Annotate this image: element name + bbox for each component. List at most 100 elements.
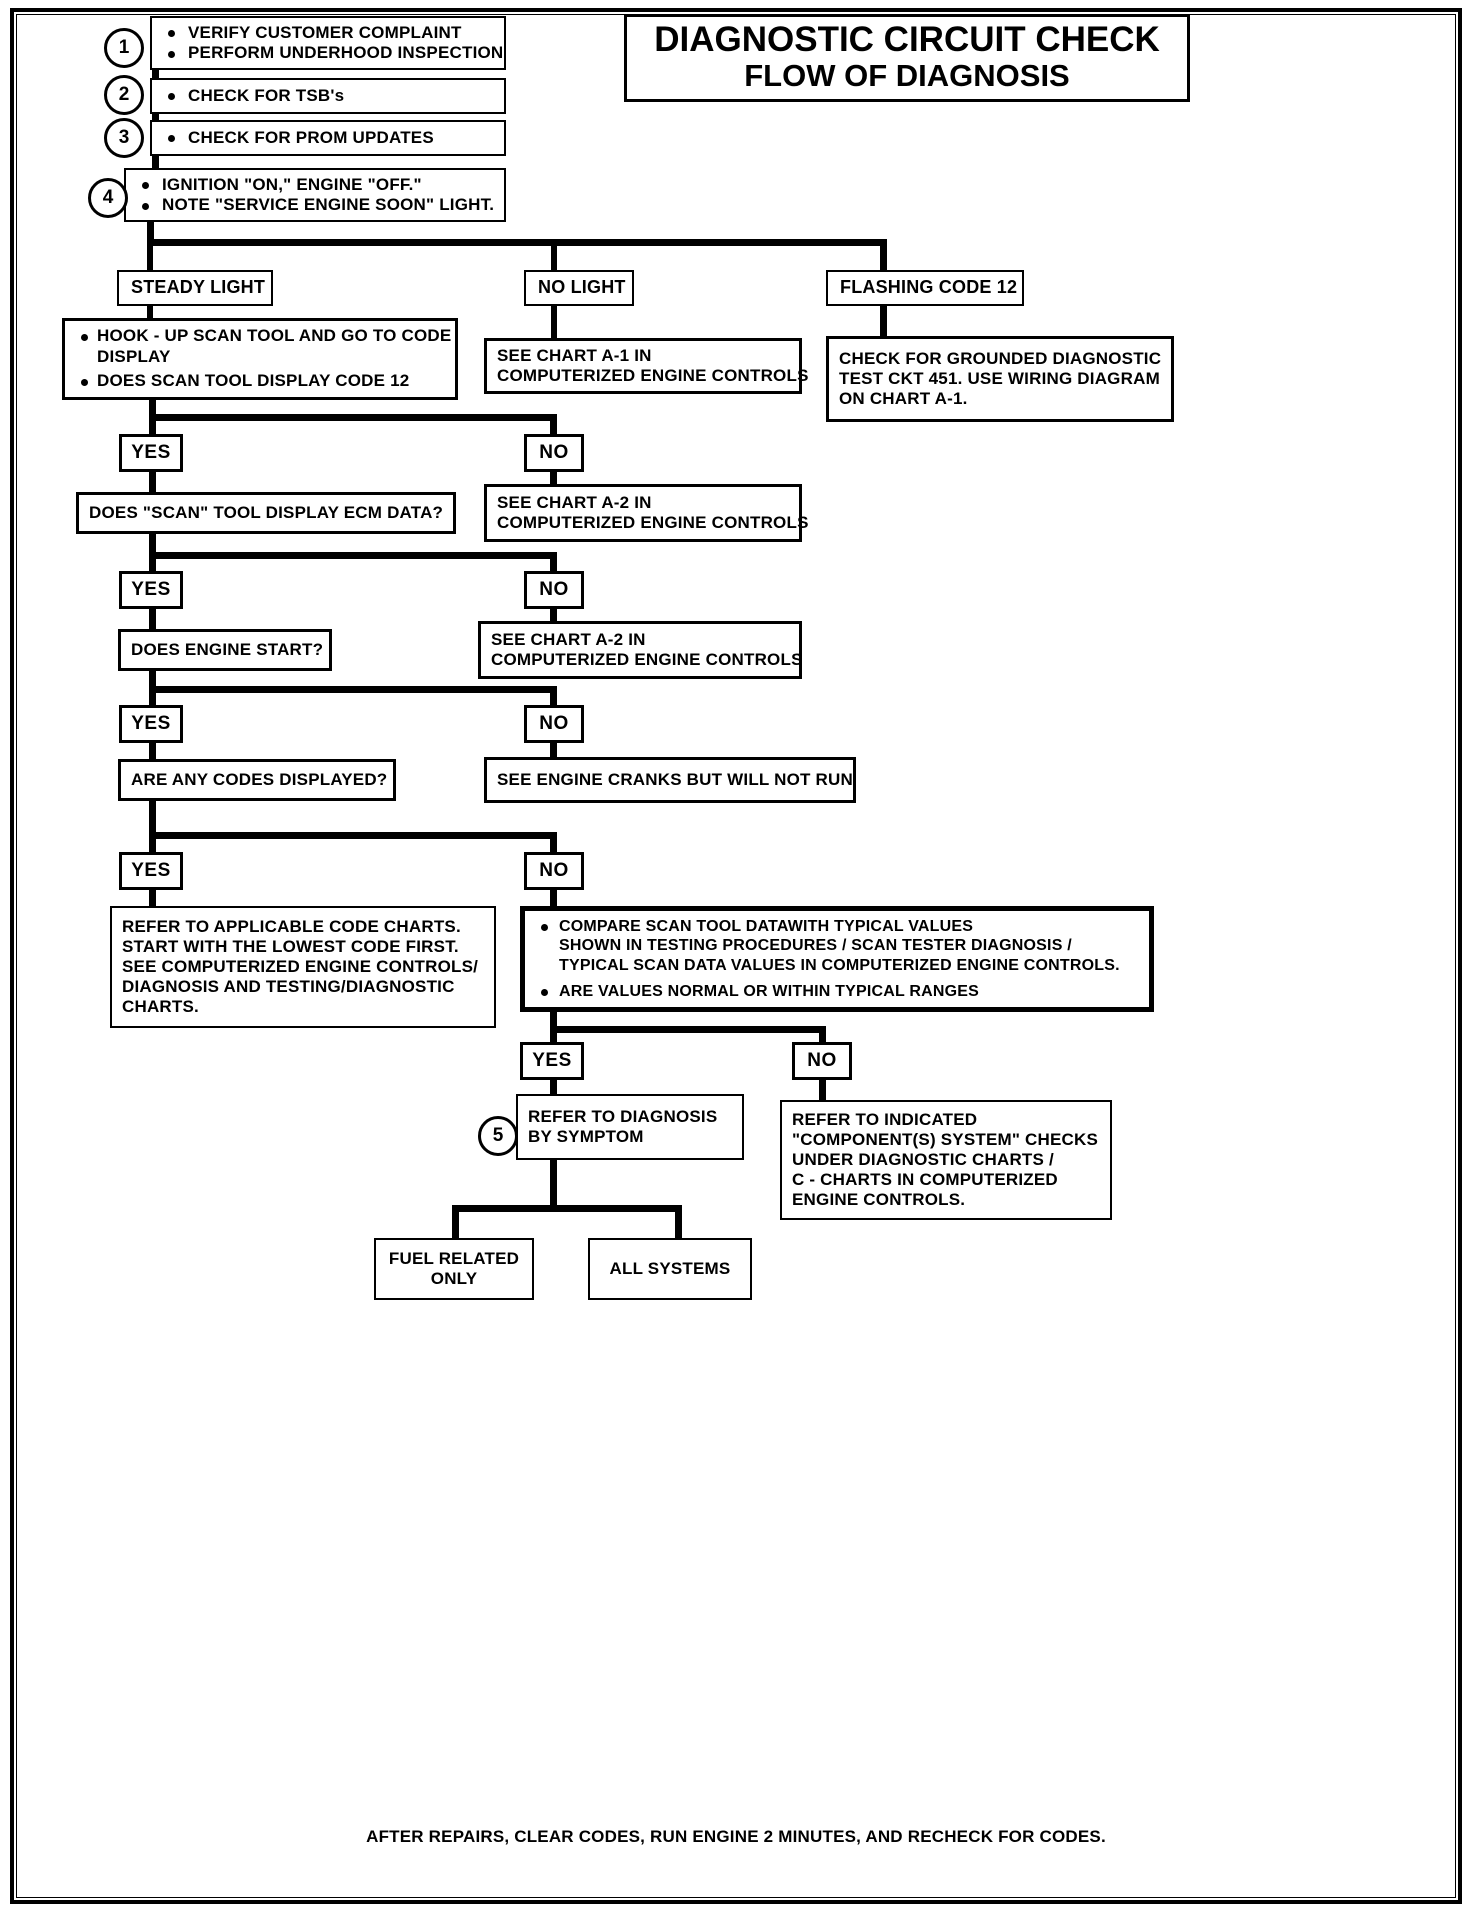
connector-ecm-down <box>149 534 156 556</box>
connector-values-yes <box>550 1026 557 1046</box>
code-charts-line-5: CHARTS. <box>122 997 199 1017</box>
branch-bus-horizontal <box>147 239 887 246</box>
node-hookup-scan-tool: HOOK - UP SCAN TOOL AND GO TO CODE DISPL… <box>62 318 458 400</box>
connector-yes1-ecm <box>149 472 156 494</box>
hookup-bullet-2: DOES SCAN TOOL DISPLAY CODE 12 <box>75 371 445 391</box>
code-charts-line-2: START WITH THE LOWEST CODE FIRST. <box>122 936 459 956</box>
branch-label-no-2: NO <box>524 571 584 609</box>
connector-yes3-codes <box>149 743 156 765</box>
engine-start-label: DOES ENGINE START? <box>131 639 324 659</box>
connector-symptom-down <box>550 1160 557 1212</box>
fuel-related-line-2: ONLY <box>430 1269 478 1288</box>
branch-label-no-3: NO <box>524 705 584 743</box>
chart-a2-first-line-2: COMPUTERIZED ENGINE CONTROLS <box>497 513 809 532</box>
node-diagnosis-by-symptom: REFER TO DIAGNOSIS BY SYMPTOM <box>516 1094 744 1160</box>
connector-no4-compare <box>550 890 557 908</box>
chart-a1-line-1: SEE CHART A-1 IN <box>497 345 652 365</box>
branch-bus-ecm <box>149 552 557 559</box>
connector-no3-cranks <box>550 743 557 761</box>
connector-compare-down <box>550 1012 557 1038</box>
connector-bus-flashing-code <box>880 239 887 273</box>
connector-yes4-code-charts <box>149 890 156 908</box>
step-1-bullet-1: VERIFY CUSTOMER COMPLAINT <box>162 23 494 43</box>
step-3-bullet-1: CHECK FOR PROM UPDATES <box>162 128 494 148</box>
branch-label-no-5: NO <box>792 1042 852 1080</box>
node-no-light: NO LIGHT <box>524 270 634 306</box>
branch-label-yes-2: YES <box>119 571 183 609</box>
node-step-2: CHECK FOR TSB's <box>150 78 506 114</box>
connector-codes-down <box>149 801 156 835</box>
all-systems-label: ALL SYSTEMS <box>609 1258 731 1278</box>
node-refer-code-charts: REFER TO APPLICABLE CODE CHARTS. START W… <box>110 906 496 1028</box>
grounded-ckt-line-2: TEST CKT 451. USE WIRING DIAGRAM <box>839 368 1160 388</box>
flashing-code-12-label: FLASHING CODE 12 <box>840 277 1018 298</box>
refer-indicated-line-4: C - CHARTS IN COMPUTERIZED <box>792 1170 1058 1190</box>
connector-values-no <box>819 1026 826 1046</box>
code-charts-line-1: REFER TO APPLICABLE CODE CHARTS. <box>122 916 461 936</box>
chart-a2-second-line-1: SEE CHART A-2 IN <box>491 629 646 649</box>
connector-final-all-systems <box>675 1205 682 1241</box>
step-number-4: 4 <box>88 178 128 218</box>
connector-step3-step4 <box>152 156 159 170</box>
step-number-3: 3 <box>104 118 144 158</box>
node-all-systems: ALL SYSTEMS <box>588 1238 752 1300</box>
chart-a1-line-2: COMPUTERIZED ENGINE CONTROLS <box>497 366 809 385</box>
connector-step2-step3 <box>152 114 159 124</box>
grounded-ckt-line-3: ON CHART A-1. <box>839 389 968 409</box>
connector-ecm-no <box>550 552 557 572</box>
connector-final-fuel <box>452 1205 459 1241</box>
branch-bus-final <box>452 1205 682 1212</box>
connector-engstart-yes <box>149 686 156 706</box>
symptom-line-1: REFER TO DIAGNOSIS <box>528 1106 718 1126</box>
footer-note: AFTER REPAIRS, CLEAR CODES, RUN ENGINE 2… <box>366 1827 1106 1846</box>
compare-bullet-1-cont-1: SHOWN IN TESTING PROCEDURES / SCAN TESTE… <box>559 937 1072 955</box>
step-4-bullet-2: NOTE "SERVICE ENGINE SOON" LIGHT. <box>136 195 494 215</box>
node-engine-start-question: DOES ENGINE START? <box>118 629 332 671</box>
chart-title-box: DIAGNOSTIC CIRCUIT CHECK FLOW OF DIAGNOS… <box>624 14 1190 102</box>
branch-bus-engine-start <box>149 686 557 693</box>
branch-label-yes-5: YES <box>520 1042 584 1080</box>
connector-code12-yes <box>149 414 156 436</box>
node-ecm-data-question: DOES "SCAN" TOOL DISPLAY ECM DATA? <box>76 492 456 534</box>
connector-flashing-grounded <box>880 306 887 338</box>
node-fuel-related-only: FUEL RELATED ONLY <box>374 1238 534 1300</box>
node-step-3: CHECK FOR PROM UPDATES <box>150 120 506 156</box>
no-light-label: NO LIGHT <box>538 277 626 298</box>
chart-a2-second-line-2: COMPUTERIZED ENGINE CONTROLS <box>491 650 803 669</box>
compare-bullet-1-cont-2: TYPICAL SCAN DATA VALUES IN COMPUTERIZED… <box>559 956 1120 974</box>
node-step-4: IGNITION "ON," ENGINE "OFF." NOTE "SERVI… <box>124 168 506 222</box>
node-compare-scan-data: COMPARE SCAN TOOL DATAWITH TYPICAL VALUE… <box>520 906 1154 1012</box>
connector-hookup-down <box>149 400 156 420</box>
connector-no1-charta2 <box>550 472 557 486</box>
step-1-bullet-2: PERFORM UNDERHOOD INSPECTION <box>162 43 503 63</box>
page-outer-border <box>10 8 1462 1904</box>
node-engine-cranks-not-run: SEE ENGINE CRANKS BUT WILL NOT RUN <box>484 757 856 803</box>
node-steady-light: STEADY LIGHT <box>117 270 273 306</box>
chart-a2-first-line-1: SEE CHART A-2 IN <box>497 492 652 512</box>
branch-bus-code12 <box>149 414 557 421</box>
connector-codes-no <box>550 832 557 854</box>
branch-bus-codes <box>149 832 557 839</box>
steady-light-label: STEADY LIGHT <box>131 277 266 298</box>
branch-label-yes-4: YES <box>119 852 183 890</box>
connector-engstart-no <box>550 686 557 706</box>
step-2-bullet-1: CHECK FOR TSB's <box>162 86 494 106</box>
branch-bus-values <box>550 1026 826 1033</box>
node-see-chart-a1: SEE CHART A-1 IN COMPUTERIZED ENGINE CON… <box>484 338 809 394</box>
branch-label-yes-1: YES <box>119 434 183 472</box>
symptom-line-2: BY SYMPTOM <box>528 1127 644 1146</box>
grounded-ckt-line-1: CHECK FOR GROUNDED DIAGNOSTIC <box>839 348 1162 368</box>
branch-label-no-1: NO <box>524 434 584 472</box>
branch-label-no-4: NO <box>524 852 584 890</box>
step-4-bullet-1: IGNITION "ON," ENGINE "OFF." <box>136 175 494 195</box>
hookup-bullet-1: HOOK - UP SCAN TOOL AND GO TO CODE <box>75 326 451 346</box>
connector-bus-no-light <box>551 239 557 273</box>
connector-bus-steady-light <box>147 239 153 273</box>
connector-no5-indicated <box>819 1080 826 1102</box>
cranks-not-run-label: SEE ENGINE CRANKS BUT WILL NOT RUN <box>497 769 853 789</box>
code-charts-line-4: DIAGNOSIS AND TESTING/DIAGNOSTIC <box>122 977 455 997</box>
connector-ecm-yes <box>149 552 156 572</box>
connector-engine-start-down <box>149 671 156 693</box>
compare-bullet-2: ARE VALUES NORMAL OR WITHIN TYPICAL RANG… <box>535 982 1139 1001</box>
